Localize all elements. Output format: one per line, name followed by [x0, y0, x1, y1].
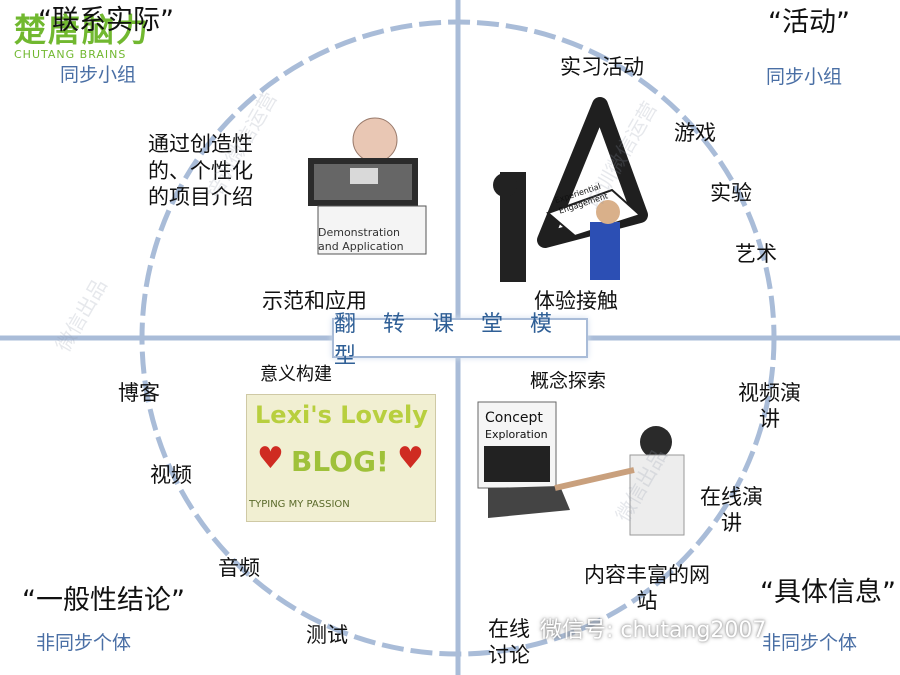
tr-item-4: 艺术 — [735, 242, 777, 266]
logo-chinese: 楚唐脑力 — [14, 11, 151, 49]
concept-photo — [477, 401, 685, 536]
heart-icon: ♥ — [257, 441, 284, 476]
br-item-4: 在线 讨论 — [488, 617, 530, 668]
bl-subtitle: 非同步个体 — [36, 632, 132, 654]
center-model-label: 翻 转 课 堂 模 型 — [332, 312, 588, 369]
tr-title: “活动” — [768, 7, 850, 38]
logo-english: CHUTANG BRAINS — [14, 48, 127, 61]
bl-item-3: 音频 — [218, 556, 260, 580]
tl-image-text-1: Demonstration — [318, 226, 401, 239]
bl-item-1: 博客 — [118, 381, 160, 405]
brand-logo: 楚唐脑力 CHUTANG BRAINS — [14, 14, 150, 61]
br-label: 概念探索 — [530, 370, 607, 392]
br-item-2: 在线演 讲 — [700, 485, 763, 536]
experiential-photo — [493, 97, 648, 282]
tr-item-2: 游戏 — [674, 121, 716, 145]
br-item-1: 视频演 讲 — [738, 381, 801, 432]
bl-item-2: 视频 — [150, 463, 192, 487]
blog-line-2: BLOG! — [291, 445, 389, 478]
br-image-text-2: Exploration — [485, 428, 548, 441]
tl-image-text-2: and Application — [318, 240, 404, 253]
tr-label: 体验接触 — [534, 289, 618, 313]
bl-label: 意义构建 — [260, 364, 332, 385]
blog-image: Lexi's Lovely ♥ BLOG! ♥ TYPING MY PASSIO… — [246, 394, 436, 522]
br-image-text-1: Concept — [485, 410, 543, 426]
blog-line-3: TYPING MY PASSION — [249, 499, 350, 510]
tl-label: 示范和应用 — [262, 289, 367, 313]
br-title: “具体信息” — [760, 577, 896, 608]
tr-subtitle: 同步小组 — [766, 66, 843, 88]
cycle-ring — [139, 19, 777, 657]
demonstration-photo — [308, 117, 427, 255]
tr-item-1: 实习活动 — [560, 55, 644, 79]
br-item-3: 内容丰富的网 站 — [584, 563, 710, 614]
br-subtitle: 非同步个体 — [762, 632, 858, 654]
blog-line-1: Lexi's Lovely — [255, 401, 428, 429]
bl-title: “一般性结论” — [22, 585, 185, 616]
heart-icon: ♥ — [397, 441, 424, 476]
wechat-watermark: 微信号: chutang2007 — [540, 618, 767, 643]
tl-title: “联系实际” — [38, 5, 174, 36]
tl-subtitle: 同步小组 — [60, 64, 137, 86]
tr-item-3: 实验 — [710, 181, 752, 205]
bl-item-4: 测试 — [306, 623, 348, 647]
tl-description: 通过创造性 的、个性化 的项目介绍 — [148, 132, 253, 210]
